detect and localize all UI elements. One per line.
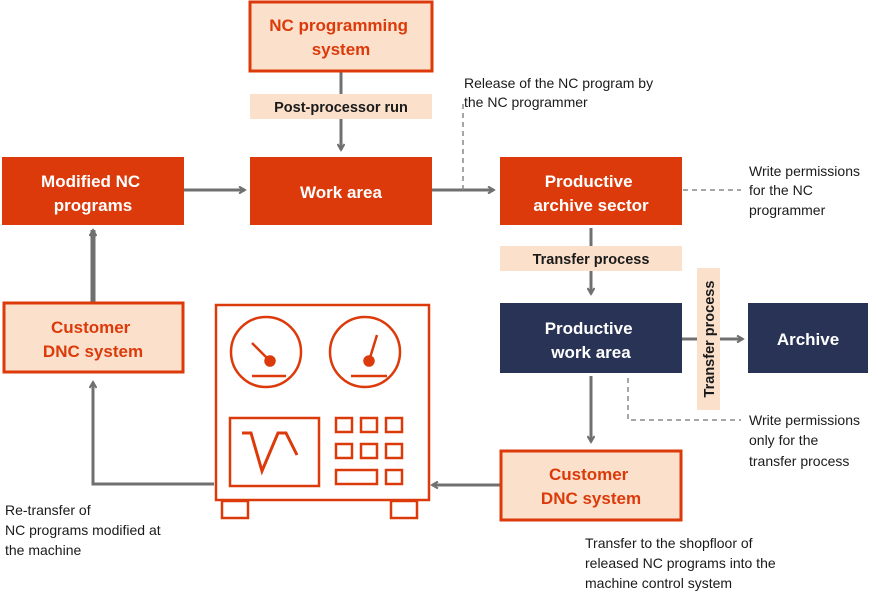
dnc-left-line1: Customer xyxy=(51,318,131,337)
svg-text:Post-processor run: Post-processor run xyxy=(274,100,408,116)
productive-work-line2: work area xyxy=(550,343,631,362)
dnc-bottom-line1: Customer xyxy=(549,465,629,484)
machine-tape-controller-icon xyxy=(214,303,431,520)
arrow-machine-to-dnc-left xyxy=(93,382,214,486)
svg-text:Modified NC programs: Modified NC programs xyxy=(41,172,145,215)
box-customer-dnc-bottom: Customer DNC system xyxy=(499,449,683,522)
svg-text:Transfer process: Transfer process xyxy=(533,252,650,268)
box-productive-work-area: Productive work area xyxy=(500,303,682,373)
svg-text:Customer DNC system: Customer DNC system xyxy=(43,318,143,361)
leader-write-transfer xyxy=(627,378,741,421)
note-retransfer: Re-transfer of NC programs modified at t… xyxy=(5,502,165,558)
work-area-label: Work area xyxy=(300,183,382,202)
box-work-area: Work area xyxy=(250,157,432,225)
svg-text:Archive: Archive xyxy=(777,330,839,349)
reel-left-icon xyxy=(229,315,303,389)
label-transfer-process-vertical: Transfer process xyxy=(697,268,720,410)
svg-text:NC programming system: NC programming system xyxy=(269,16,413,59)
box-archive: Archive xyxy=(748,303,868,373)
svg-text:Productive work area: Productive work area xyxy=(545,319,638,362)
dnc-bottom-line2: DNC system xyxy=(541,489,641,508)
screen-icon xyxy=(228,416,321,488)
box-modified-nc-programs: Modified NC programs xyxy=(2,157,184,225)
note-write-permissions-transfer: Write permissions only for the transfer … xyxy=(749,412,864,469)
note-shopfloor-transfer: Transfer to the shopfloor of released NC… xyxy=(585,535,780,591)
svg-text:Productive archive secto: Productive archive sector xyxy=(533,172,649,215)
reel-right-icon xyxy=(328,315,402,389)
svg-text:Transfer process: Transfer process xyxy=(702,281,718,398)
box-customer-dnc-left: Customer DNC system xyxy=(2,301,185,374)
archive-label: Archive xyxy=(777,330,839,349)
dnc-left-line2: DNC system xyxy=(43,342,143,361)
modified-line1: Modified NC xyxy=(41,172,140,191)
svg-text:Customer DNC system: Customer DNC system xyxy=(541,465,641,508)
keypad-icon xyxy=(334,416,404,486)
dashed-leaders xyxy=(462,103,741,421)
connector-arrows xyxy=(93,72,743,485)
modified-line2: programs xyxy=(54,196,132,215)
svg-text:Work area: Work area xyxy=(300,183,382,202)
productive-work-line1: Productive xyxy=(545,319,633,338)
label-transfer-process-horizontal: Transfer process xyxy=(500,246,682,271)
nc-programming-line1: NC programming xyxy=(269,16,408,35)
archive-sector-line2: archive sector xyxy=(533,196,649,215)
box-productive-archive-sector: Productive archive sector xyxy=(500,157,682,225)
note-write-permissions-nc: Write permissions for the NC programmer xyxy=(749,163,864,218)
note-release: Release of the NC program by the NC prog… xyxy=(464,75,657,110)
label-post-processor-run: Post-processor run xyxy=(250,94,432,119)
archive-sector-line1: Productive xyxy=(545,172,633,191)
nc-programming-line2: system xyxy=(312,40,371,59)
box-nc-programming-system: NC programming system xyxy=(248,0,434,73)
